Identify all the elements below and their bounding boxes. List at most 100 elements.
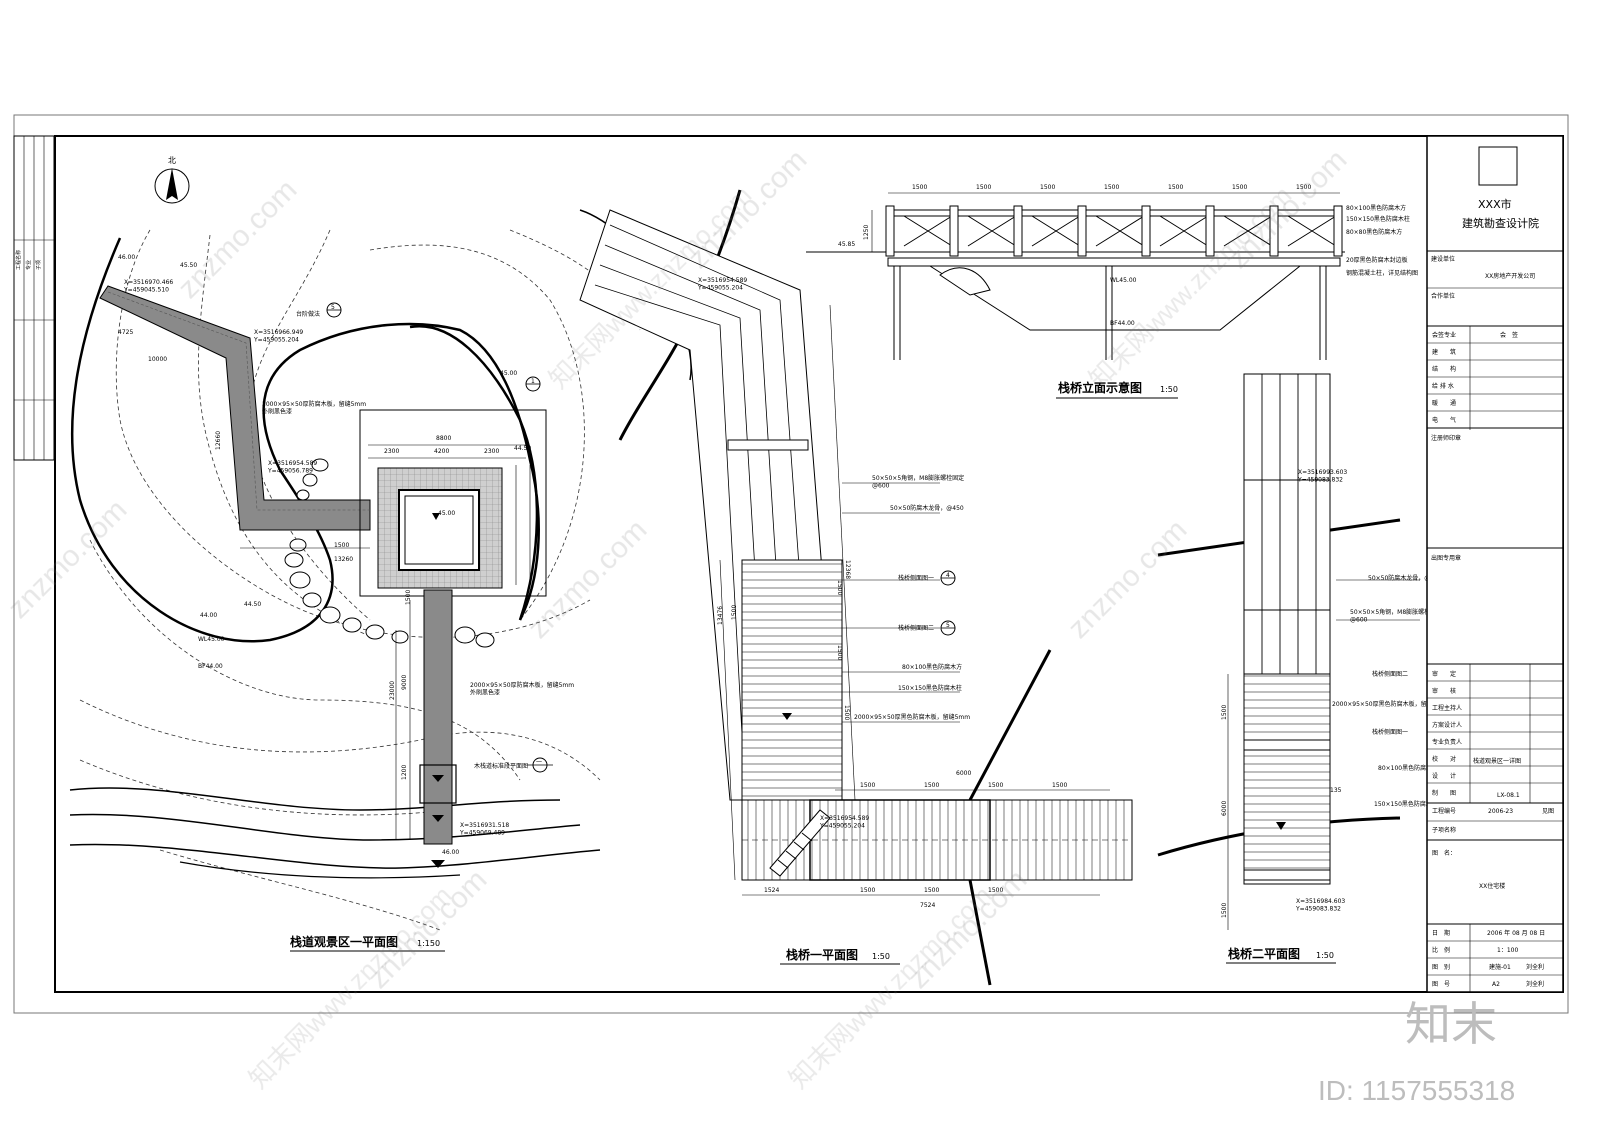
plan3-dim-0: 6000 [1221, 801, 1228, 816]
plan1-dim-12: 1200 [401, 765, 408, 780]
sheet-label: 图 别 [1432, 963, 1450, 971]
plan1-dim-0: 8800 [436, 435, 451, 442]
plan1-dim-7: 23000 [389, 681, 396, 700]
role-4: 专业负责人 [1432, 738, 1462, 746]
plan2-dim-bottom-4: 7524 [920, 902, 935, 909]
stones-group [284, 458, 495, 648]
plan1-callout-1: 1 [531, 378, 535, 385]
plan2-dim-top-1: 1500 [860, 782, 875, 789]
plan2-note-3: 栈桥侧面图二 [898, 624, 934, 632]
plan1-dim-4: 1500 [334, 542, 349, 549]
project-no-label: 工程编号 [1432, 807, 1456, 815]
project-no-extra: 见图 [1542, 808, 1554, 815]
plan2-note-6: 2000×95×50厚黑色防腐木板，留缝5mm [854, 713, 970, 721]
plan3-scale: 1:50 [1316, 951, 1334, 960]
discipline-1: 结 构 [1432, 365, 1456, 373]
plan3-note-5: 80×100黑色防腐木方 [1378, 764, 1438, 772]
figure-value: XX住宅楼 [1479, 882, 1505, 890]
plan2-dim-side-0: 12368 [844, 560, 851, 579]
elev-level-0: 45.85 [838, 241, 855, 248]
plan2-callout-0: 4 [946, 572, 950, 579]
subproject-label: 子项名称 [1432, 826, 1456, 834]
pavilion-outer [359, 409, 547, 597]
number-value: A2 [1492, 981, 1500, 988]
drawing-no-value: LX-08.1 [1497, 792, 1520, 799]
plan2-dim-top-2: 1500 [924, 782, 939, 789]
elev-note-3: 20厚黑色防腐木封边板 [1346, 256, 1408, 264]
plan2-scale: 1:50 [872, 952, 890, 961]
number-person: 刘全利 [1526, 980, 1544, 988]
institute-logo-icon [1478, 146, 1518, 186]
plan3-note-6: 150×150黑色防腐木柱 [1374, 800, 1438, 808]
plan2-dim-bottom-3: 1500 [988, 887, 1003, 894]
plan2-note-4: 80×100黑色防腐木方 [902, 663, 962, 671]
scale-label: 比 例 [1432, 946, 1450, 954]
elev-level-2: BF44.00 [1110, 320, 1135, 327]
plan1-callout-0: 5 [331, 304, 335, 311]
drawing-seal-label: 出图专用章 [1431, 554, 1461, 562]
role-0: 审 定 [1432, 670, 1456, 678]
watermark-brand: 知末 [1405, 998, 1497, 1050]
north-label: 北 [168, 156, 176, 165]
plan1-dim-11: 1500 [405, 590, 412, 605]
plan1-note-3: 台阶做法 [296, 310, 320, 318]
side-strip-text-1: 专业 [25, 260, 32, 270]
plan3-deck [1243, 673, 1331, 885]
elev-height: 1250 [863, 225, 870, 240]
title-block: XXX市 建筑勘查设计院 建设单位 XX房地产开发公司 合作单位 会签专业 会 … [1426, 135, 1564, 993]
cosign-label: 会签专业 [1432, 331, 1456, 339]
elev-note-0: 80×100黑色防腐木方 [1346, 204, 1406, 212]
role-3: 方案设计人 [1432, 721, 1462, 729]
plan1-elev-3: 44.50 [514, 445, 531, 452]
plan1-water-level: WL45.00 [198, 636, 225, 643]
plan3-title: 栈桥二平面图 [1228, 946, 1300, 961]
plan1-dim-5: 13260 [334, 556, 353, 563]
plan1-dim-10: 12660 [215, 431, 222, 450]
plan2-dim-bottom-2: 1500 [924, 887, 939, 894]
south-pier [423, 589, 453, 845]
outer-frame [13, 114, 1569, 1014]
plan1-dim-2: 4200 [434, 448, 449, 455]
discipline-0: 建 筑 [1432, 348, 1456, 356]
elev-dim-2: 1500 [1040, 184, 1055, 191]
drawing-title-value: 栈道观景区一详图 [1473, 757, 1521, 765]
partner-label: 合作单位 [1431, 292, 1455, 300]
plan3-note-1: 50×50×5角钢，M8膨胀螺栓固定@600 [1350, 608, 1442, 624]
plan3-dim-1: 1500 [1221, 705, 1228, 720]
plan1-elev-4: 44.00 [200, 612, 217, 619]
elev-note-1: 150×150黑色防腐木柱 [1346, 215, 1410, 223]
discipline-4: 电 气 [1432, 416, 1456, 424]
plan3-note-0: 50×50防腐木龙骨，@450 [1368, 574, 1442, 582]
institute-name: 建筑勘查设计院 [1462, 216, 1539, 230]
elev-dim-6: 1500 [1296, 184, 1311, 191]
sheet-value: 建施-01 [1489, 963, 1511, 971]
plan3-note-4: 栈桥侧面图一 [1372, 728, 1408, 736]
watermark-site-5: znzmo.com [1062, 513, 1194, 645]
elev-dim-4: 1500 [1168, 184, 1183, 191]
figure-label: 图 名： [1432, 849, 1456, 857]
side-strip-text-0: 工程名称 [15, 250, 22, 270]
plan1-elev-2: 45.00 [500, 370, 517, 377]
plan3-dim-3: 135 [1330, 787, 1342, 794]
plan2-note-1: 50×50防腐木龙骨，@450 [890, 504, 964, 512]
plan2-dim-side-5: 13476 [717, 606, 724, 625]
elevation-scale: 1:50 [1160, 385, 1178, 394]
plan2-dim-bottom-0: 1524 [764, 887, 779, 894]
water-edge-line [70, 237, 540, 643]
plan2-dim-top-4: 1500 [1052, 782, 1067, 789]
plan1-scale: 1:150 [417, 939, 440, 948]
plan1-dim-6: 9000 [401, 675, 408, 690]
elevation-view: 1500 1500 1500 1500 1500 1500 1500 1250 … [806, 184, 1418, 399]
plan2-dim-side-2: 1500 [836, 645, 843, 660]
elev-note-2: 80×80黑色防腐木方 [1346, 228, 1402, 236]
plan1-elev-6: 46.00 [442, 849, 459, 856]
plan1-dim-8: 4725 [118, 329, 133, 336]
scale-value: 1：100 [1497, 947, 1518, 954]
boardwalk-path [99, 285, 371, 531]
elev-dim-0: 1500 [912, 184, 927, 191]
